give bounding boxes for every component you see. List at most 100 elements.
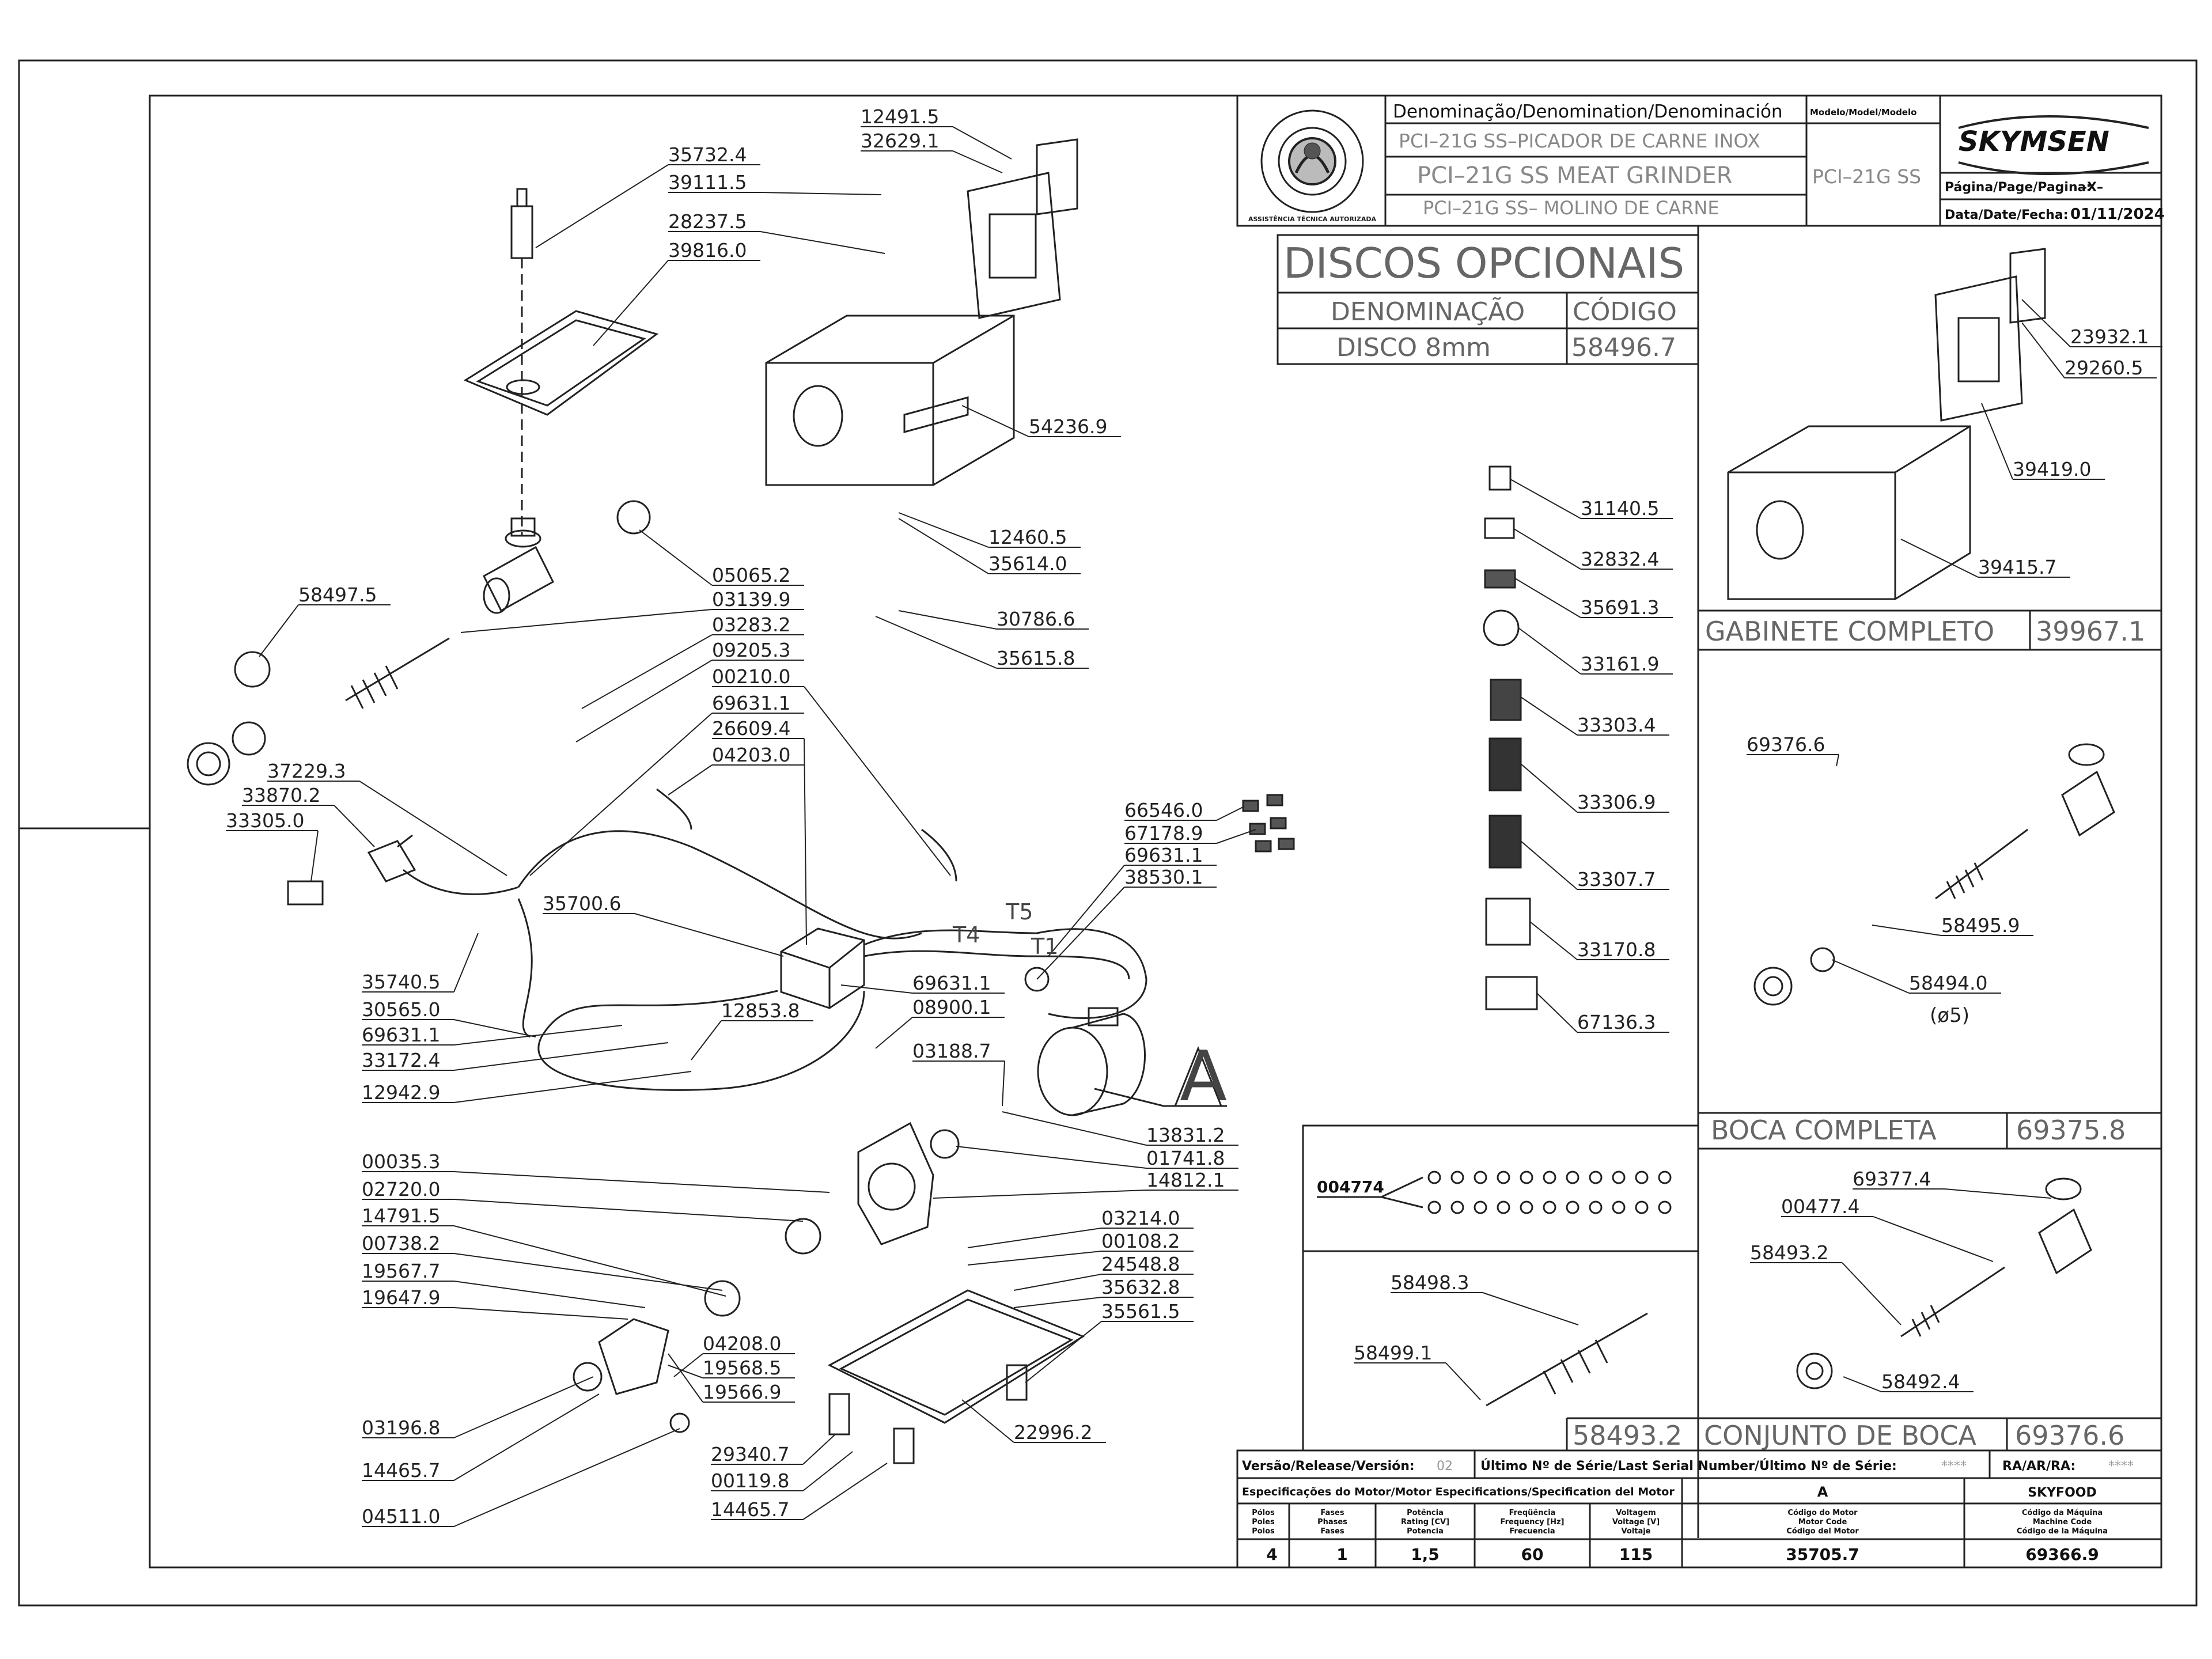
callout-00108-2: 00108.2 (1101, 1230, 1180, 1252)
callout-leader (1216, 806, 1245, 821)
callout-31140-5: 31140.5 (1581, 497, 1659, 520)
sticker-31140-icon (1488, 465, 1512, 491)
callout-03214-0: 03214.0 (1101, 1207, 1180, 1229)
wire-t4: T4 (952, 922, 980, 948)
disc-name: DISCO 8mm (1336, 333, 1491, 362)
callout-19647-9: 19647.9 (362, 1286, 440, 1309)
callout-09205-3: 09205.3 (712, 639, 790, 661)
sticker-67136-icon (1485, 976, 1538, 1010)
sticker-35691-icon (1484, 569, 1516, 589)
callout-leader (453, 1199, 804, 1222)
callout-leader (639, 529, 713, 586)
callout-leader (359, 781, 507, 876)
callout-leader (453, 1042, 669, 1071)
callout-leader (453, 1071, 692, 1103)
top-tray-part (463, 310, 659, 416)
col-skyfood-header: SKYFOOD (2028, 1486, 2097, 1500)
callout-leader (593, 260, 669, 346)
callout-39415-7: 39415.7 (1978, 556, 2056, 578)
optional-discs-title: DISCOS OPCIONAIS (1283, 239, 1684, 287)
cabinet-rear-plate (967, 138, 1078, 319)
cabinet-part (765, 315, 1015, 486)
cable-00210-part (921, 828, 957, 882)
callout-69631-1c: 69631.1 (362, 1024, 440, 1046)
callout-35614-0: 35614.0 (988, 552, 1067, 575)
h-machine-code-2: Machine Code (2033, 1518, 2092, 1527)
callout-leader (453, 1281, 646, 1308)
seal-text: ASSISTÊNCIA TÉCNICA AUTORIZADA (1248, 215, 1377, 223)
callout-01741-8: 01741.8 (1146, 1147, 1225, 1169)
col-code: CÓDIGO (1573, 296, 1677, 327)
callout-leader (535, 164, 669, 248)
callout-69631-1d: 69631.1 (912, 972, 991, 994)
callout-leader (453, 1393, 600, 1481)
ring-nut-part (187, 742, 230, 786)
callout-leader (802, 1434, 836, 1465)
callout-39419-0: 39419.0 (2013, 458, 2091, 480)
gabinete-complete-part (1727, 248, 2046, 600)
gearbox-part (857, 1122, 934, 1245)
model-header: Modelo/Model/Modelo (1810, 107, 1916, 118)
callout-leader (961, 1399, 1014, 1443)
callout-leader (453, 933, 479, 993)
plate-part (232, 721, 266, 756)
callout-leader (961, 405, 1029, 437)
gear-00738-part (704, 1280, 741, 1317)
callout-leader (673, 1353, 703, 1377)
sticker-33303-icon (1490, 679, 1522, 721)
callout-24548-8: 24548.8 (1101, 1253, 1180, 1275)
callout-19568-5: 19568.5 (703, 1357, 781, 1379)
v-poles: 4 (1266, 1545, 1277, 1564)
motor-spec-label: Especificações do Motor/Motor Especifica… (1242, 1486, 1675, 1498)
callout-leader (2021, 299, 2071, 347)
callout-13831-2: 13831.2 (1146, 1124, 1225, 1146)
callout-leader (453, 1307, 628, 1320)
callout-leader (1048, 865, 1125, 957)
page-label: Página/Page/Pagina: (1945, 180, 2091, 195)
callout-leader (875, 1017, 913, 1049)
callout-14465-7b: 14465.7 (711, 1498, 789, 1521)
h-freq-3: Frecuencia (1509, 1527, 1555, 1536)
footer-table (1236, 1449, 2162, 1569)
callout-35615-8: 35615.8 (997, 647, 1075, 669)
callout-00738-2: 00738.2 (362, 1232, 440, 1255)
h-power-3: Potencia (1407, 1527, 1444, 1536)
callout-leader (1510, 479, 1581, 519)
callout-leader (1872, 925, 1942, 936)
name-en: PCI–21G SS MEAT GRINDER (1417, 162, 1733, 189)
callout-69377-4: 69377.4 (1853, 1168, 1931, 1190)
callout-69631-1a: 69631.1 (712, 692, 790, 714)
callout-54236-9: 54236.9 (1029, 415, 1107, 438)
detail-a-leader (1094, 1046, 1227, 1107)
v-power: 1,5 (1411, 1545, 1440, 1564)
callout-67178-9: 67178.9 (1124, 822, 1203, 844)
callout-39816-0: 39816.0 (668, 239, 747, 262)
callout-leader (453, 1019, 536, 1037)
ra-label: RA/AR/RA: (2002, 1459, 2075, 1474)
callout-leader (634, 913, 784, 957)
callout-58495-9: 58495.9 (1941, 914, 2020, 937)
base-plate-part (827, 1289, 1085, 1424)
callout-19567-7: 19567.7 (362, 1260, 440, 1282)
callout-12942-9: 12942.9 (362, 1081, 440, 1104)
callout-38530-1: 38530.1 (1124, 866, 1203, 888)
callout-29260-5: 29260.5 (2065, 357, 2143, 379)
disc-58497-part (234, 651, 271, 688)
v-phases: 1 (1336, 1545, 1347, 1564)
callout-leader (760, 231, 885, 254)
model-value: PCI–21G SS (1812, 165, 1921, 188)
callout-00035-3: 00035.3 (362, 1150, 440, 1173)
callout-58493-2: 58493.2 (1750, 1241, 1828, 1264)
callout-leader (310, 830, 319, 882)
conjunto-boca-part (1796, 1177, 2092, 1389)
callout-33303-4: 33303.4 (1577, 714, 1656, 736)
h-poles-3: Polos (1252, 1527, 1275, 1536)
callout-leader (1900, 539, 1979, 578)
pusher-part (510, 188, 533, 536)
callout-leader (952, 126, 1012, 160)
callout-00119-8: 00119.8 (711, 1469, 789, 1492)
conjunto-code: 69376.6 (2015, 1420, 2124, 1451)
detail-a-label: A (1180, 1037, 1227, 1117)
callout-leader (691, 1020, 722, 1060)
callout-14465-7a: 14465.7 (362, 1459, 440, 1482)
